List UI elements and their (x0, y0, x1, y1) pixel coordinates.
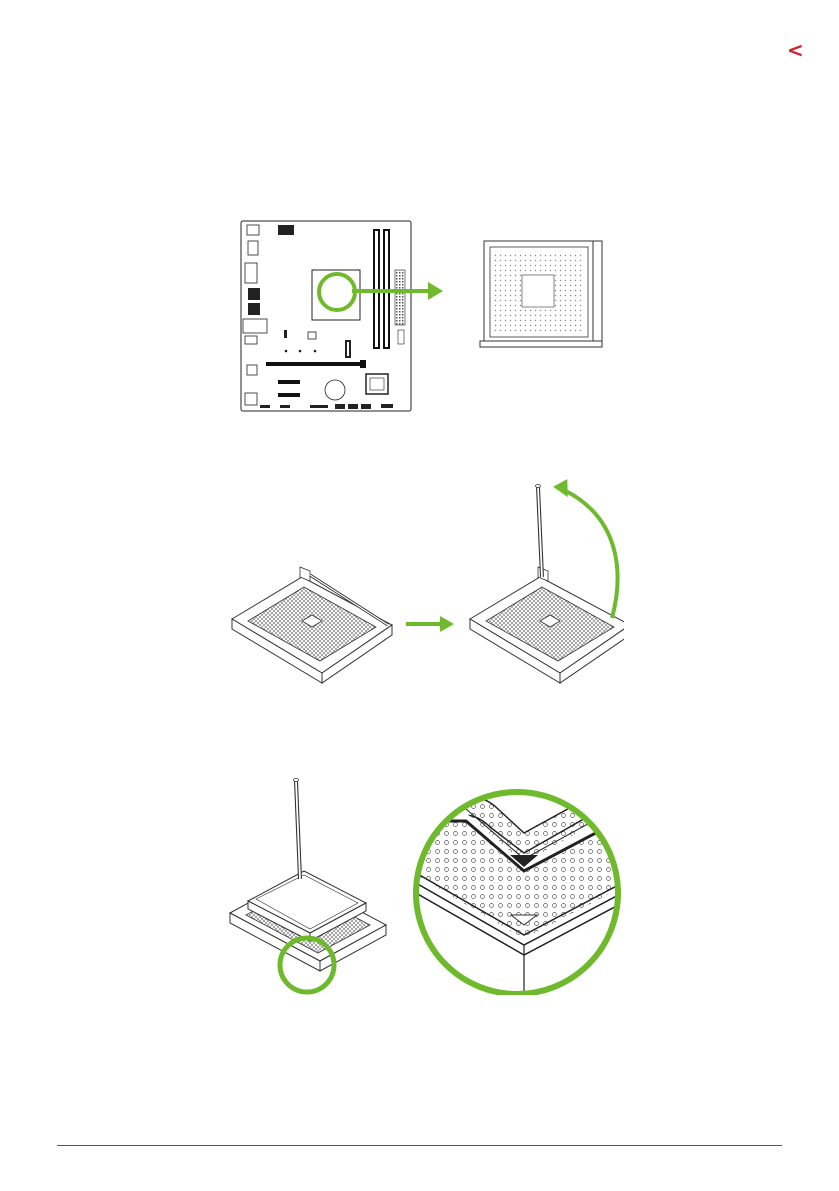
cpu-triangle-alignment-diagram (226, 775, 626, 995)
socket-lever-closed (232, 567, 392, 683)
socket-lever-open (470, 485, 624, 684)
alignment-zoom-detail (416, 775, 626, 995)
socket-lever-lift-diagram (228, 478, 624, 690)
socket-with-cpu (230, 779, 386, 993)
arrow-right-icon (406, 616, 454, 632)
chevron-left-icon[interactable]: < (787, 38, 807, 62)
arrow-right-icon (350, 278, 445, 304)
footer-divider (57, 1145, 782, 1146)
motherboard-diagram (240, 215, 415, 415)
cpu-socket-diagram (478, 238, 606, 350)
